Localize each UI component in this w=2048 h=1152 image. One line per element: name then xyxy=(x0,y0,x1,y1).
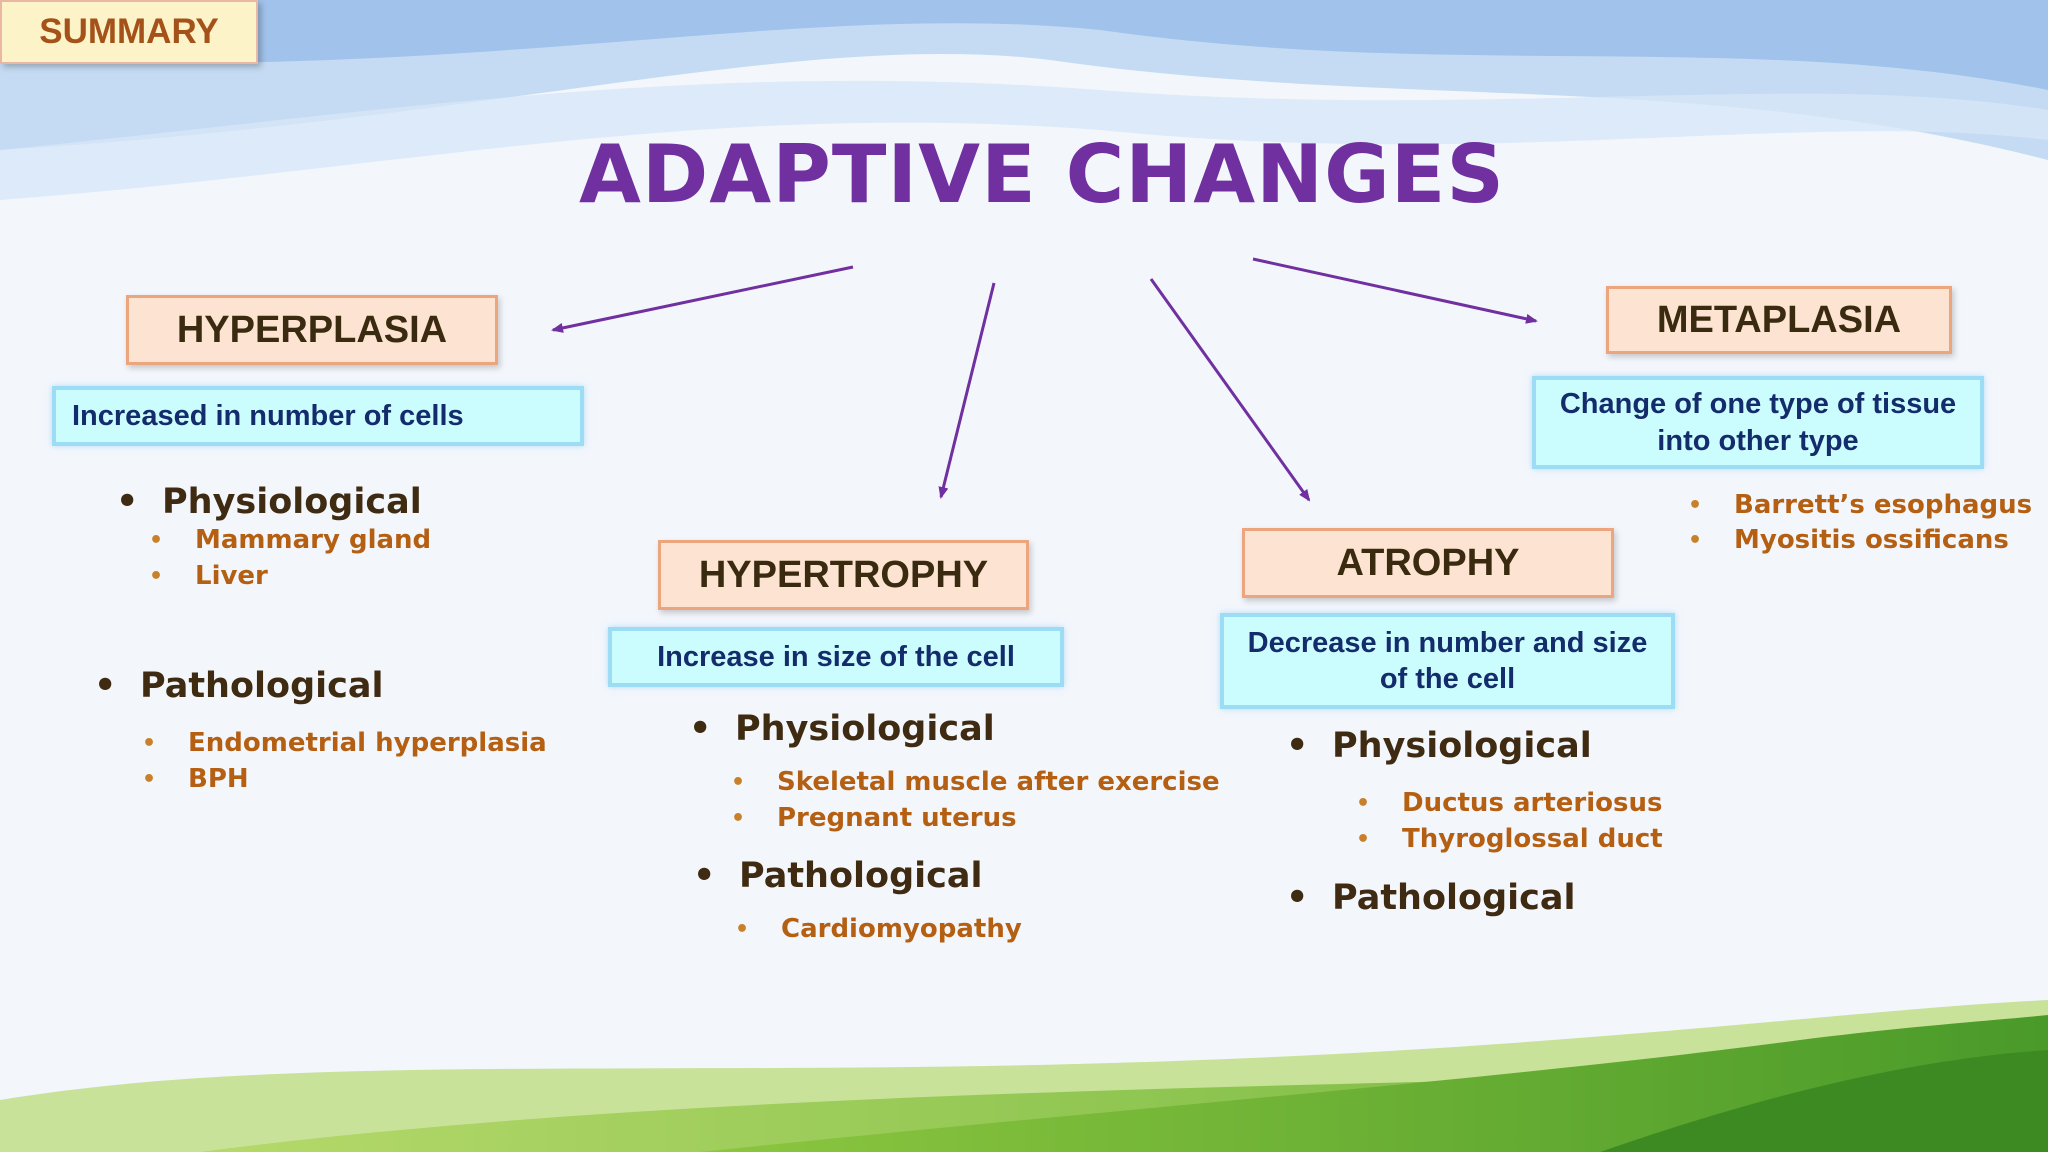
hypertrophy-patho-item: Cardiomyopathy xyxy=(735,914,1022,944)
hypertrophy-physio-item: Skeletal muscle after exercise xyxy=(731,767,1220,797)
arrow-to-hyperplasia xyxy=(551,265,854,333)
metaplasia-definition: Change of one type of tissue into other … xyxy=(1532,376,1984,469)
hyperplasia-physiological-label: Physiological xyxy=(116,482,422,522)
atrophy-heading: ATROPHY xyxy=(1242,528,1614,598)
hyperplasia-physio-item: Mammary gland xyxy=(149,525,431,555)
hypertrophy-pathological-label: Pathological xyxy=(693,856,983,896)
metaplasia-item: Barrett’s esophagus xyxy=(1688,490,2032,520)
hyperplasia-patho-item: Endometrial hyperplasia xyxy=(142,728,547,758)
atrophy-definition: Decrease in number and size of the cell xyxy=(1220,613,1675,709)
hypertrophy-heading: HYPERTROPHY xyxy=(658,540,1029,610)
hypertrophy-definition: Increase in size of the cell xyxy=(608,627,1064,687)
hypertrophy-physiological-label: Physiological xyxy=(689,709,995,749)
summary-tag: SUMMARY xyxy=(0,0,258,64)
page-title: ADAPTIVE CHANGES xyxy=(578,128,1506,221)
hyperplasia-pathological-label: Pathological xyxy=(94,666,384,706)
metaplasia-item: Myositis ossificans xyxy=(1688,525,2009,555)
atrophy-definition-line1: Decrease in number and size xyxy=(1247,626,1648,659)
atrophy-pathological-label: Pathological xyxy=(1286,878,1576,918)
hyperplasia-patho-item: BPH xyxy=(142,764,248,794)
metaplasia-definition-line1: Change of one type of tissue xyxy=(1559,388,1957,421)
metaplasia-heading: METAPLASIA xyxy=(1606,286,1952,354)
hyperplasia-physio-item: Liver xyxy=(149,561,268,591)
arrow-to-metaplasia xyxy=(1252,257,1538,324)
atrophy-physio-item: Thyroglossal duct xyxy=(1356,824,1663,854)
atrophy-physiological-label: Physiological xyxy=(1286,726,1592,766)
hypertrophy-physio-item: Pregnant uterus xyxy=(731,803,1016,833)
arrow-to-atrophy xyxy=(1149,278,1311,502)
metaplasia-definition-line2: into other type xyxy=(1657,424,1859,457)
hyperplasia-definition: Increased in number of cells xyxy=(52,386,584,446)
hyperplasia-heading: HYPERPLASIA xyxy=(126,295,498,365)
arrow-to-hypertrophy xyxy=(938,282,996,499)
atrophy-definition-line2: of the cell xyxy=(1379,663,1516,695)
atrophy-physio-item: Ductus arteriosus xyxy=(1356,788,1663,818)
